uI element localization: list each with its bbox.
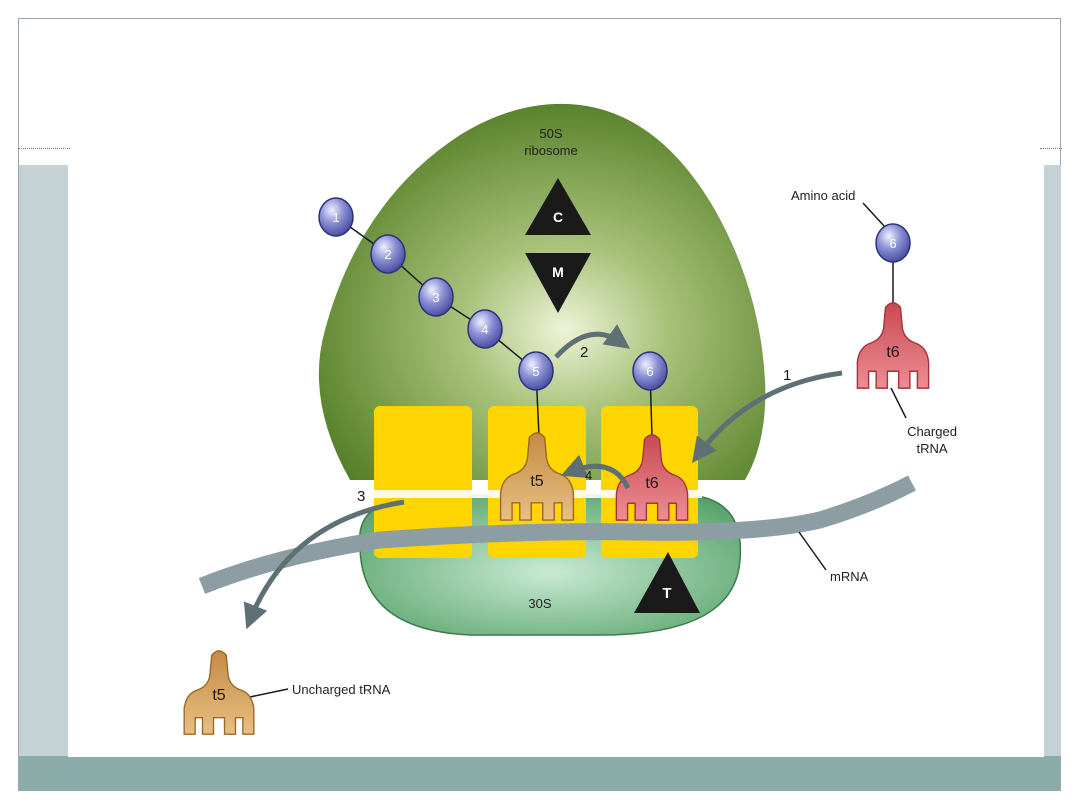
left-band: [19, 165, 68, 756]
amino-acid-6-asite-label: 6: [646, 364, 653, 379]
dotted-rule-right: [1040, 148, 1062, 149]
amino-acid-5: [518, 351, 554, 391]
amino-acid-1: [318, 197, 354, 237]
amino-acid-1-label: 1: [332, 210, 339, 225]
trna-t5-psite-label: t5: [530, 473, 543, 490]
factor-m-triangle: [525, 253, 591, 313]
step-4-label: 4: [585, 468, 592, 483]
label-charged-trna-1: Charged: [907, 424, 957, 439]
arrow-step-1: [692, 370, 843, 464]
factor-m-label: M: [552, 264, 564, 280]
trna-t6-asite-label: t6: [645, 475, 658, 492]
amino-acid-6-asite: [632, 351, 668, 391]
e-site: [374, 406, 472, 558]
arrow-step-2: [554, 324, 631, 359]
footer-band: [19, 756, 1061, 791]
amino-acid-6-incoming: [875, 223, 911, 263]
amino-acid-6-incoming-label: 6: [889, 236, 896, 251]
factor-c-triangle: [525, 178, 591, 235]
arrow-step-3: [243, 499, 405, 630]
amino-acid-5-label: 5: [532, 364, 539, 379]
amino-acid-4: [467, 309, 503, 349]
label-30s: 30S: [528, 596, 551, 611]
right-band: [1044, 165, 1061, 756]
amino-acid-2-label: 2: [384, 247, 391, 262]
amino-acid-chain: [318, 197, 911, 391]
process-arrows: [243, 324, 843, 630]
factor-c-label: C: [553, 209, 563, 225]
step-2-label: 2: [580, 344, 588, 361]
dotted-rule-left: [18, 148, 70, 149]
label-mrna: mRNA: [830, 569, 869, 584]
step-1-label: 1: [783, 367, 791, 384]
factor-t-triangle: [634, 552, 700, 613]
amino-acid-4-label: 4: [481, 322, 488, 337]
label-amino-acid: Amino acid: [791, 188, 855, 203]
trna-t5-released-label: t5: [212, 687, 225, 704]
label-50s: 50S: [539, 126, 562, 141]
amino-acid-2: [370, 234, 406, 274]
label-uncharged-trna: Uncharged tRNA: [292, 682, 391, 697]
arrow-step-4: [560, 454, 631, 490]
mrna-strand: [198, 475, 916, 594]
label-ribosome: ribosome: [524, 143, 577, 158]
label-charged-trna-2: tRNA: [916, 441, 947, 456]
trna-t6-incoming-label: t6: [886, 344, 899, 361]
step-3-label: 3: [357, 488, 365, 505]
amino-acid-3: [418, 277, 454, 317]
factor-t-label: T: [662, 585, 671, 602]
pointer-lines: [249, 387, 907, 698]
amino-acid-3-label: 3: [432, 290, 439, 305]
